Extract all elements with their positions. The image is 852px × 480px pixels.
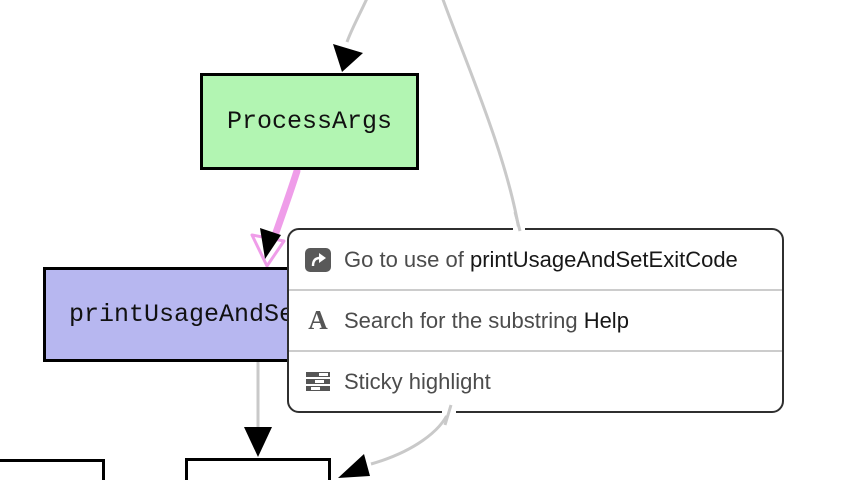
context-menu: Go to use of printUsageAndSetExitCode A … (287, 228, 784, 413)
node-partial-middle[interactable] (185, 458, 331, 480)
go-to-use-icon (305, 247, 331, 272)
call-edge-bypass-upper (441, 0, 521, 231)
arrowhead-highlight-icon (260, 228, 281, 259)
menu-item-label: Sticky highlight (344, 368, 491, 394)
call-edge-bypass-lower (370, 410, 451, 466)
arrowhead-bypass-icon (338, 454, 370, 478)
arrowhead-incoming-icon (333, 44, 363, 72)
sticky-highlight-icon (305, 372, 331, 391)
substring-search-icon: A (308, 305, 328, 335)
node-processargs[interactable]: ProcessArgs (200, 73, 419, 170)
node-partial-left[interactable] (0, 459, 105, 480)
menu-item-label: Search for the substring Help (344, 307, 629, 333)
arrowhead-down-icon (244, 427, 272, 457)
node-label: ProcessArgs (226, 107, 393, 136)
menu-item-go-to-use[interactable]: Go to use of printUsageAndSetExitCode (289, 230, 782, 289)
call-edge-incoming (345, 0, 368, 43)
menu-item-label: Go to use of printUsageAndSetExitCode (344, 246, 738, 272)
menu-item-sticky-highlight[interactable]: Sticky highlight (289, 350, 782, 411)
menu-item-search-substring[interactable]: A Search for the substring Help (289, 289, 782, 350)
